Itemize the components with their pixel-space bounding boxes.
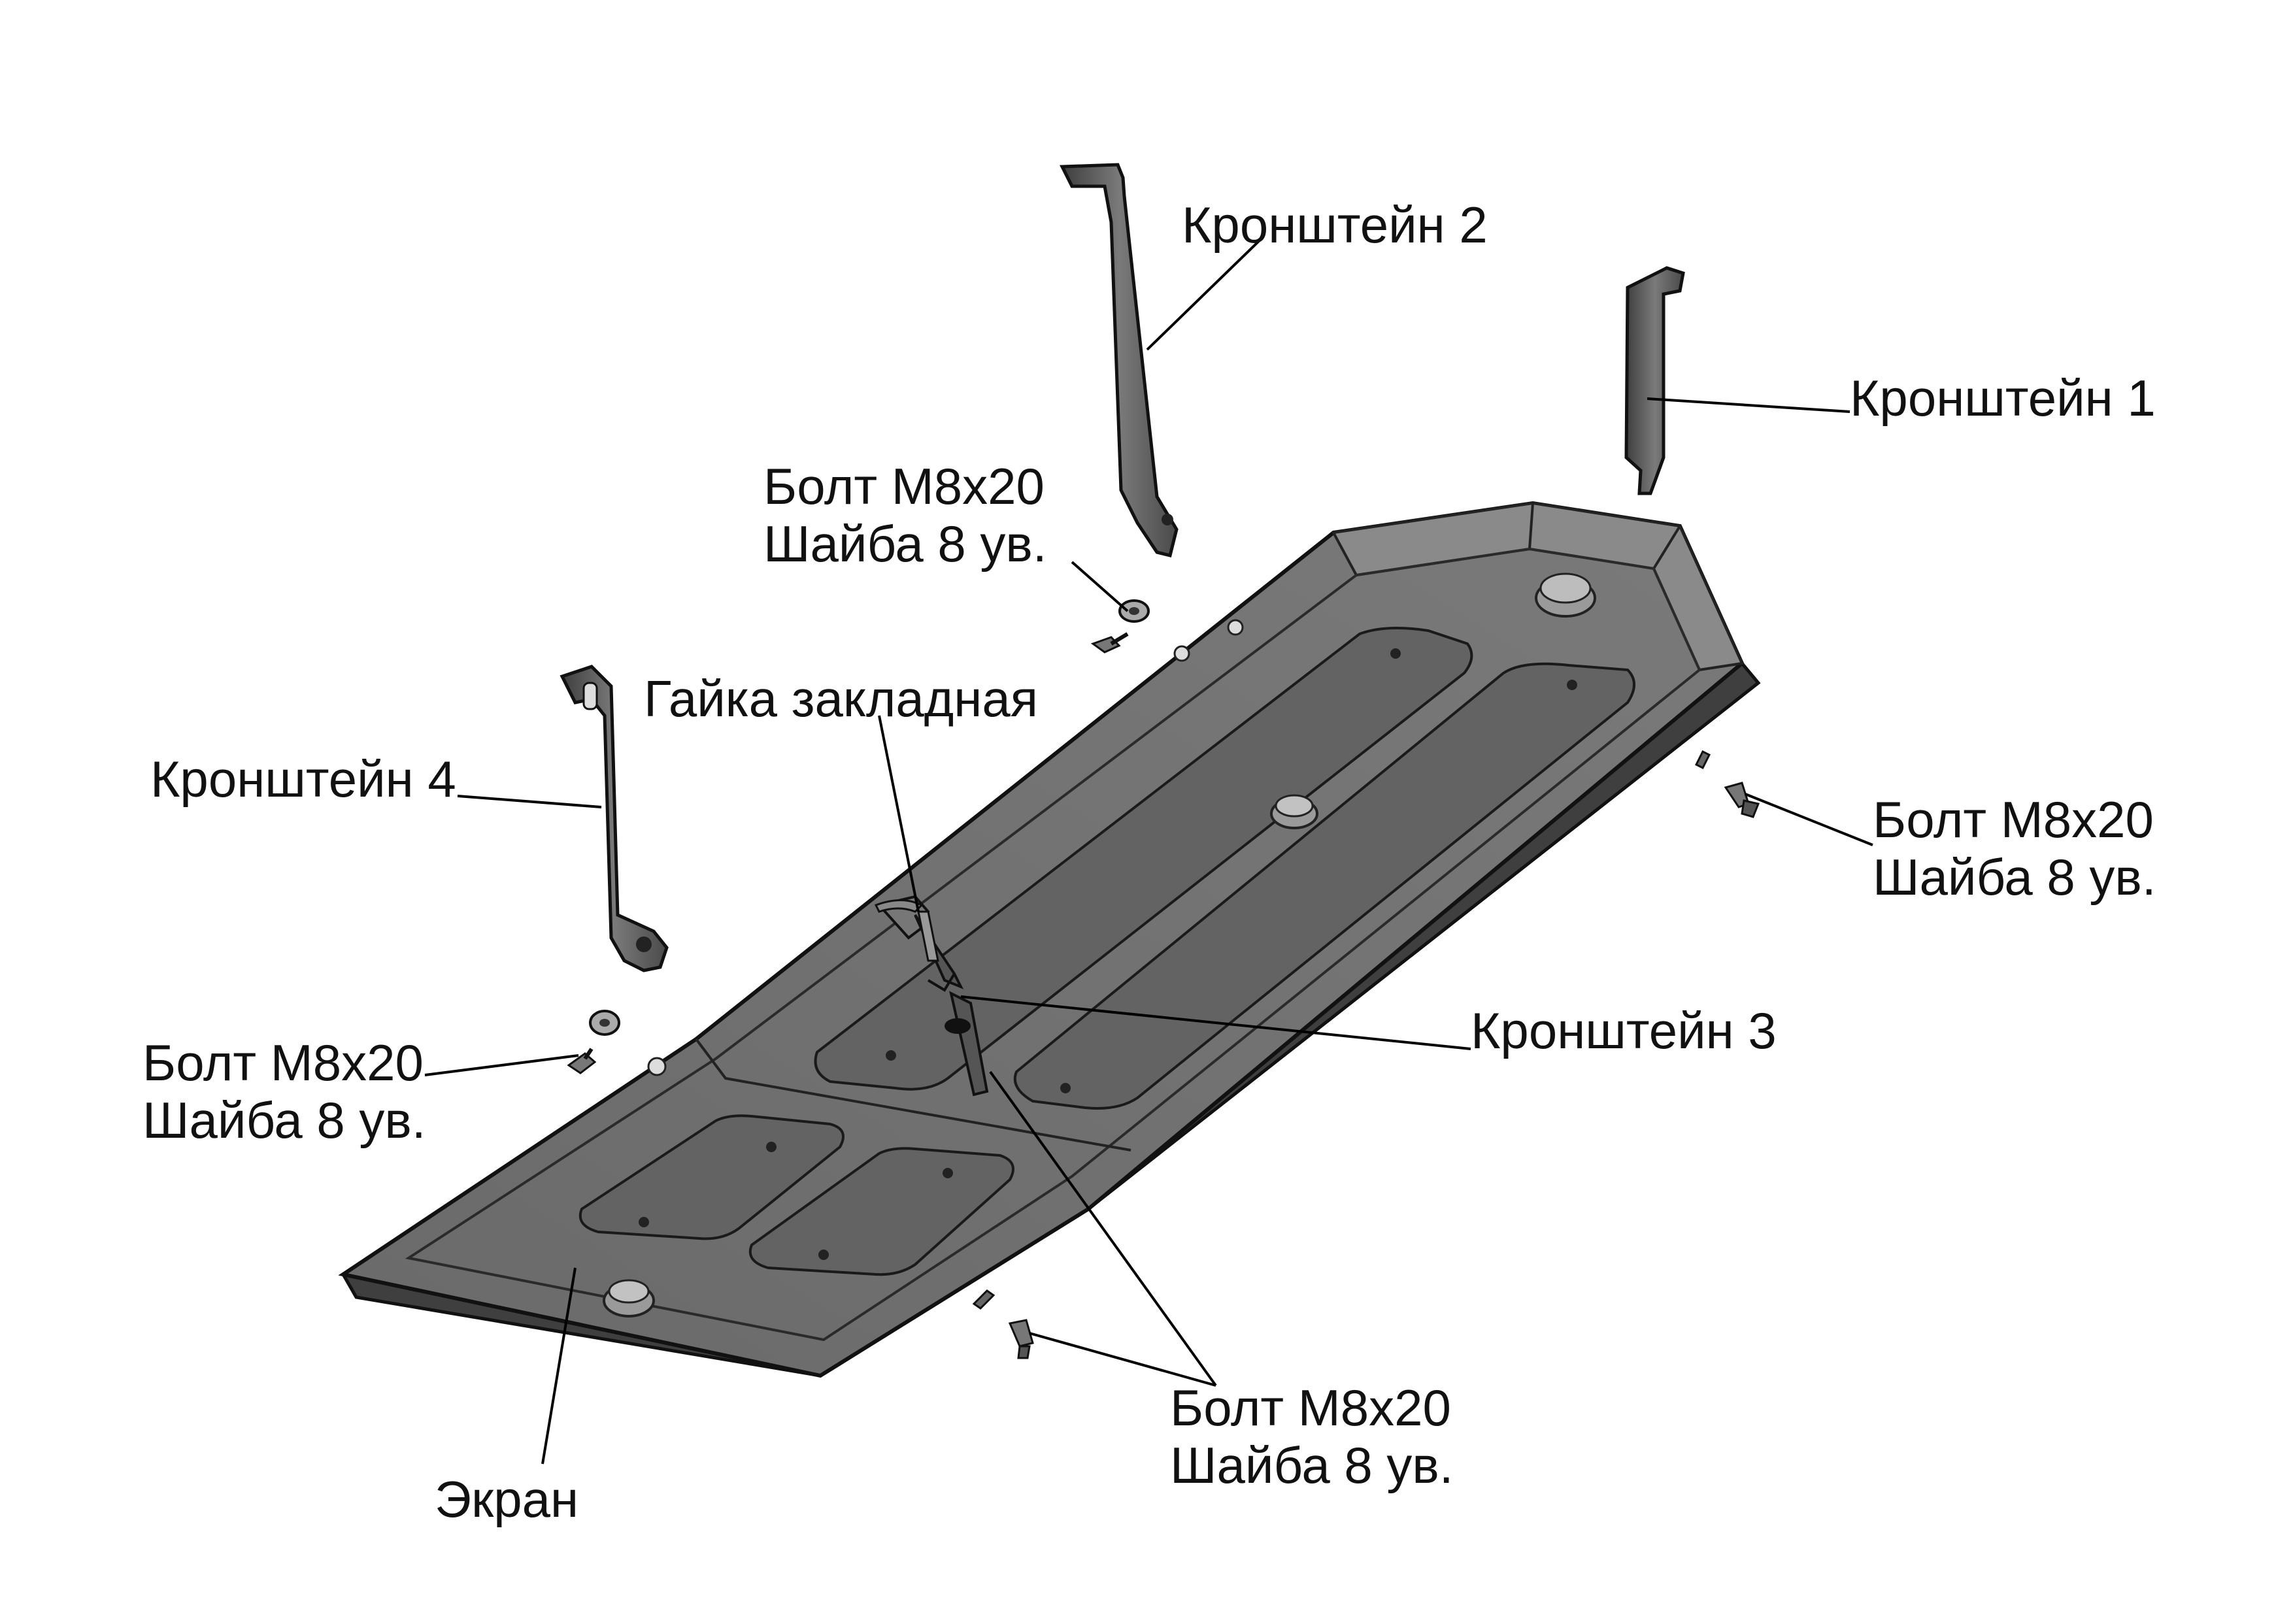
bracket-4-part xyxy=(560,665,669,972)
bolt-set-right xyxy=(1694,750,1760,818)
label-bolt-right-washer: Шайба 8 ув. xyxy=(1873,848,2156,906)
label-bolt-right: Болт М8х20 Шайба 8 ув. xyxy=(1873,791,2156,906)
label-bracket-2: Кронштейн 2 xyxy=(1182,196,1488,254)
label-bolt-bottom-washer: Шайба 8 ув. xyxy=(1170,1436,1454,1494)
label-bolt-left-bolt: Болт М8х20 xyxy=(142,1034,424,1091)
bolt-set-bottom xyxy=(972,1289,1034,1359)
label-bracket-3: Кронштейн 3 xyxy=(1471,1002,1777,1059)
embedded-nut-part xyxy=(874,899,956,992)
bracket-2-part xyxy=(1060,163,1179,558)
label-bolt-top-washer: Шайба 8 ув. xyxy=(763,515,1047,572)
bolt-set-top xyxy=(1090,599,1150,654)
label-bolt-bottom-bolt: Болт М8х20 xyxy=(1170,1379,1451,1436)
label-bolt-bottom: Болт М8х20 Шайба 8 ув. xyxy=(1170,1379,1454,1494)
bracket-1-part xyxy=(1624,266,1685,495)
label-bracket-1: Кронштейн 1 xyxy=(1850,369,2156,427)
label-bolt-top: Болт М8х20 Шайба 8 ув. xyxy=(763,457,1047,572)
label-bolt-left: Болт М8х20 Шайба 8 ув. xyxy=(142,1034,426,1149)
label-bolt-left-washer: Шайба 8 ув. xyxy=(142,1091,426,1149)
label-bolt-right-bolt: Болт М8х20 xyxy=(1873,791,2154,848)
bolt-set-left xyxy=(567,1010,620,1074)
label-bolt-top-bolt: Болт М8х20 xyxy=(763,457,1045,515)
leader-lines xyxy=(424,237,1873,1465)
label-embedded-nut: Гайка закладная xyxy=(644,670,1038,727)
skid-plate xyxy=(338,501,1761,1378)
label-bracket-4: Кронштейн 4 xyxy=(150,750,456,808)
label-screen: Экран xyxy=(435,1470,579,1528)
